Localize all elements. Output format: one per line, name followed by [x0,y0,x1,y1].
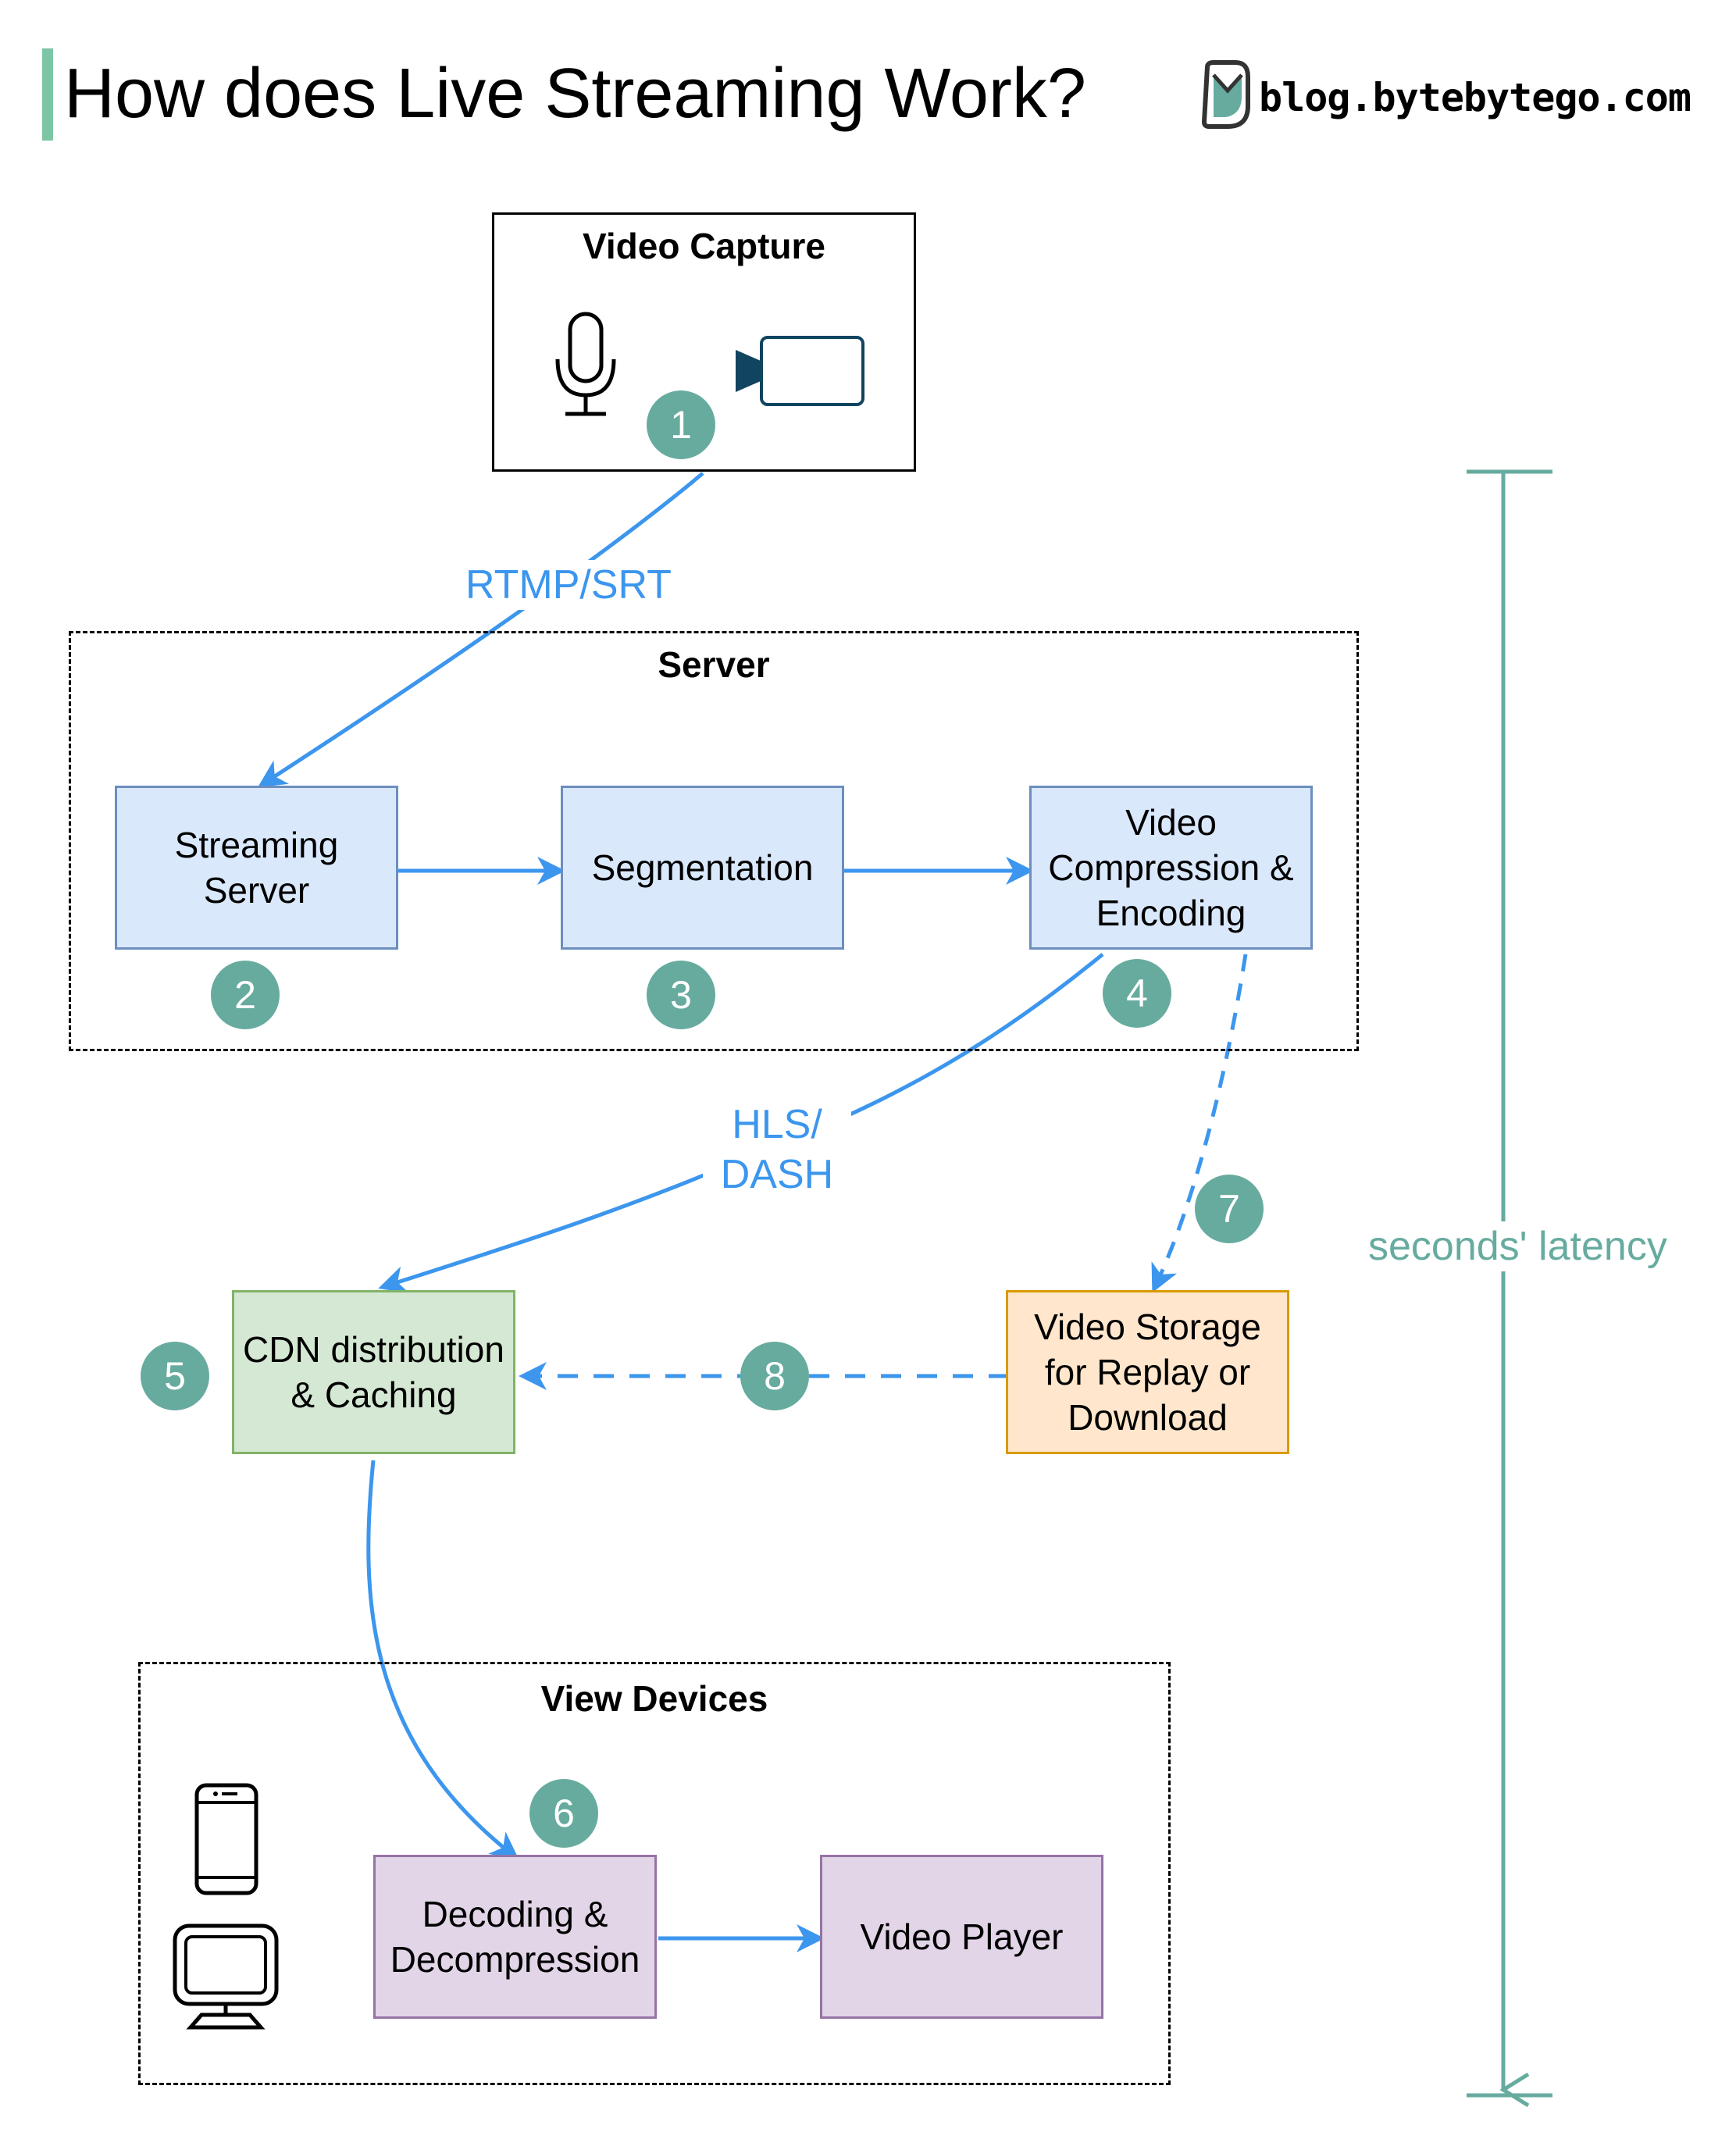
brand-url[interactable]: blog.bytebytego.com [1259,75,1691,120]
video-camera-icon [736,336,864,406]
view-devices-label: View Devices [540,1678,768,1719]
step-badge-5: 5 [141,1342,209,1410]
title-accent-bar [42,48,53,141]
page-title: How does Live Streaming Work? [64,55,1086,133]
microphone-icon [555,312,616,416]
bytebytego-logo-icon [1201,60,1250,129]
step-badge-1: 1 [647,390,715,459]
latency-bar [1467,469,1552,2095]
video-capture-label: Video Capture [583,226,825,266]
desktop-monitor-icon [173,1923,279,2030]
step-badge-7: 7 [1195,1175,1264,1243]
step-badge-2: 2 [211,961,280,1029]
server-group-label: Server [658,644,770,685]
decoding-node: Decoding & Decompression [373,1855,657,2019]
step-badge-6: 6 [529,1779,598,1848]
edge-compression-to-storage [1151,954,1248,1293]
segmentation-node: Segmentation [561,786,844,950]
video-storage-node: Video Storage for Replay or Download [1006,1290,1289,1454]
latency-label: seconds' latency [1368,1221,1667,1271]
streaming-server-node: Streaming Server [115,786,398,950]
server-group [69,631,1359,1051]
video-player-node: Video Player [820,1855,1103,2019]
step-badge-4: 4 [1103,959,1171,1028]
compression-encoding-node: Video Compression & Encoding [1029,786,1313,950]
step-badge-3: 3 [647,961,715,1029]
cdn-node: CDN distribution & Caching [232,1290,515,1454]
view-devices-group [138,1662,1171,2085]
step-badge-8: 8 [740,1342,809,1410]
edge-label-rtmp-srt: RTMP/SRT [459,560,678,610]
smartphone-icon [194,1783,258,1895]
edge-label-hls-dash: HLS/ DASH [703,1100,851,1200]
edge-cdn-to-decoding [366,1460,519,1860]
